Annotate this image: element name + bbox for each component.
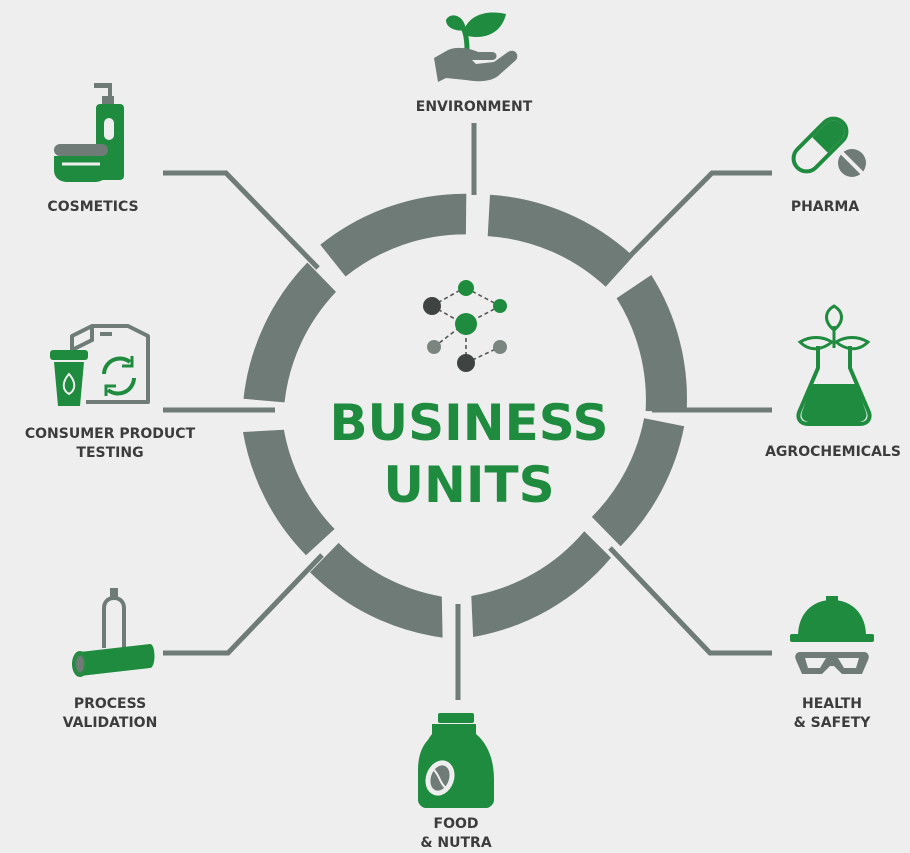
connector-process-validation <box>163 553 324 656</box>
pharma-label-line1: PHARMA <box>790 199 860 215</box>
gas-cylinder-icon <box>72 588 155 677</box>
food-nutra-label-line1: FOOD <box>433 816 479 832</box>
ring-segment-environment <box>320 193 467 277</box>
connector-pharma <box>616 170 772 270</box>
ring-segment-consumer-product-testing <box>243 429 335 556</box>
pump-bottle-jar-icon <box>54 83 124 182</box>
center-title-line1: BUSINESS <box>329 394 609 452</box>
label-health-safety: HEALTH & SAFETY <box>794 695 871 733</box>
label-food-nutra: FOOD & NUTRA <box>420 815 491 853</box>
environment-label-line1: ENVIRONMENT <box>415 99 533 115</box>
ring-segment-pharma <box>487 194 634 287</box>
ring-segment-process-validation <box>310 542 443 638</box>
center-title-line2: UNITS <box>383 456 555 514</box>
connectors <box>163 123 772 700</box>
cup-box-recycle-icon <box>50 324 150 406</box>
ring-segment-food-nutra <box>471 531 611 637</box>
ring-segment-health-safety <box>591 418 685 547</box>
process-validation-label-line1: PROCESS <box>73 696 147 712</box>
label-environment: ENVIRONMENT <box>416 98 532 117</box>
label-process-validation: PROCESS VALIDATION <box>63 695 158 733</box>
ring-segment-cosmetics <box>243 262 336 403</box>
food-pouch-icon <box>418 713 494 808</box>
health-safety-label-line2: & SAFETY <box>793 715 871 731</box>
cosmetics-label-line1: COSMETICS <box>47 199 139 215</box>
connector-cosmetics <box>163 170 320 270</box>
plant-in-hand-icon <box>434 12 518 82</box>
ring-segment-agrochemicals <box>616 275 687 412</box>
label-consumer-product-testing: CONSUMER PRODUCT TESTING <box>25 425 195 463</box>
molecule-network-icon <box>423 280 507 372</box>
health-safety-label-line1: HEALTH <box>801 696 862 712</box>
pill-capsule-icon <box>791 116 866 177</box>
label-cosmetics: COSMETICS <box>47 198 138 217</box>
connector-health-safety <box>608 546 772 656</box>
label-pharma: PHARMA <box>791 198 859 217</box>
hard-hat-goggles-icon <box>790 596 874 674</box>
ring <box>243 193 687 638</box>
agrochemicals-label-line1: AGROCHEMICALS <box>765 444 901 460</box>
food-nutra-label-line2: & NUTRA <box>420 835 492 851</box>
process-validation-label-line2: VALIDATION <box>62 715 158 731</box>
center-title: BUSINESS UNITS <box>329 392 608 516</box>
consumer-product-testing-label-line1: CONSUMER PRODUCT <box>24 426 196 442</box>
consumer-product-testing-label-line2: TESTING <box>76 445 144 461</box>
flask-plant-icon <box>796 304 872 426</box>
label-agrochemicals: AGROCHEMICALS <box>765 443 901 462</box>
